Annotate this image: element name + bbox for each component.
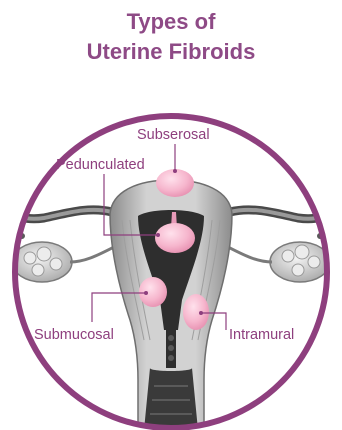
label-pedunculated: Pedunculated <box>56 156 145 174</box>
label-intramural: Intramural <box>229 326 294 344</box>
label-subserosal: Subserosal <box>137 126 210 144</box>
fibroid-intramural <box>183 294 209 330</box>
fibroid-subserosal <box>156 169 194 197</box>
fibroid-submucosal <box>139 277 167 307</box>
cervical-canal <box>166 328 176 368</box>
right-ovary <box>226 242 330 282</box>
vagina <box>144 368 198 430</box>
left-ovary <box>12 242 116 282</box>
label-submucosal: Submucosal <box>34 326 114 344</box>
